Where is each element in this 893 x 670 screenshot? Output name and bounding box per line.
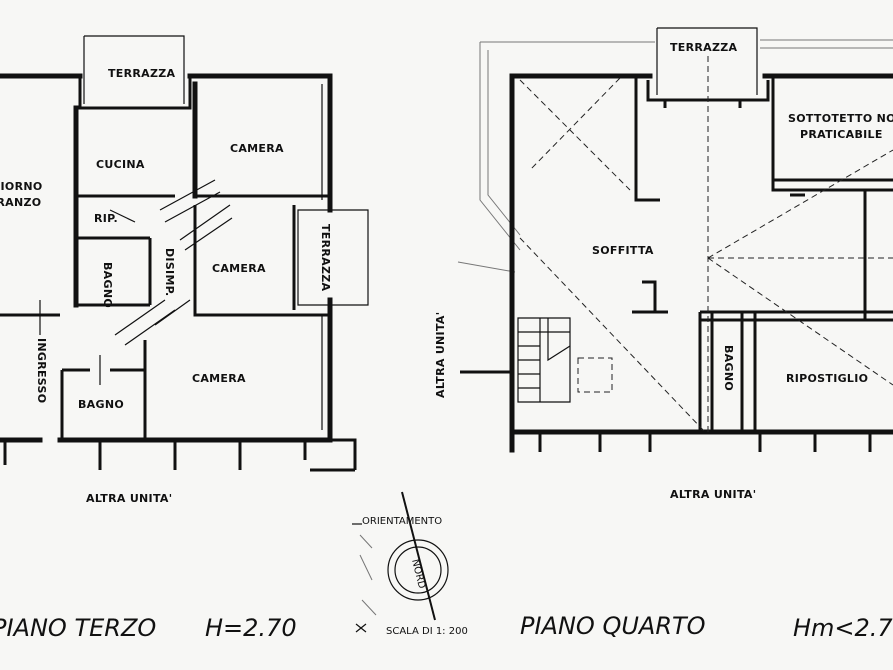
room-label-sottotetto-1: SOTTOTETTO NON [788, 112, 893, 125]
left-floor-height: H=2.70 [205, 614, 297, 642]
scale-label: SCALA DI 1: 200 [386, 626, 468, 637]
room-label-bagno-2: BAGNO [78, 398, 124, 411]
room-label-disimpegno: DISIMP. [163, 248, 176, 297]
room-label-camera-1: CAMERA [230, 142, 284, 155]
room-label-cucina: CUCINA [96, 158, 145, 171]
room-label-terrazza-side: TERRAZZA [319, 224, 332, 292]
right-altra-unita-side-label: ALTRA UNITA' [434, 312, 447, 398]
left-floor-plan [0, 35, 369, 472]
room-label-sottotetto-2: PRATICABILE [800, 128, 883, 141]
room-label-ripostiglio: RIPOSTIGLIO [786, 372, 868, 385]
room-label-soggiorno-2: PRANZO [0, 196, 41, 209]
room-label-ingresso: INGRESSO [35, 338, 48, 403]
room-label-bagno-1: BAGNO [101, 262, 114, 308]
right-floor-plan [457, 27, 893, 453]
right-altra-unita-label: ALTRA UNITA' [670, 488, 756, 501]
room-label-soffitta: SOFFITTA [592, 244, 654, 257]
room-label-camera-3: CAMERA [192, 372, 246, 385]
left-altra-unita-label: ALTRA UNITA' [86, 492, 172, 505]
room-label-soggiorno-1: SOGGIORNO [0, 180, 43, 193]
room-label-camera-2: CAMERA [212, 262, 266, 275]
right-room-labels: TERRAZZA SOTTOTETTO NON PRATICABILE SOFF… [434, 41, 893, 501]
room-label-terrazza-right: TERRAZZA [670, 41, 738, 54]
left-room-labels: TERRAZZA CUCINA CAMERA SOGGIORNO PRANZO … [0, 67, 332, 505]
orientamento-label: ORIENTAMENTO [362, 516, 442, 527]
right-floor-title: PIANO QUARTO [520, 612, 706, 640]
compass-nord-label: NORD [409, 558, 427, 590]
compass-rose: ORIENTAMENTO NORD [352, 491, 449, 621]
left-floor-title: PIANO TERZO [0, 614, 156, 642]
room-label-bagno-right: BAGNO [722, 345, 735, 391]
room-label-terrazza-top: TERRAZZA [108, 67, 176, 80]
right-floor-height: Hm<2.70 [793, 614, 893, 642]
room-label-rip: RIP. [94, 212, 118, 225]
floor-titles: PIANO TERZO H=2.70 SCALA DI 1: 200 PIANO… [0, 612, 893, 642]
